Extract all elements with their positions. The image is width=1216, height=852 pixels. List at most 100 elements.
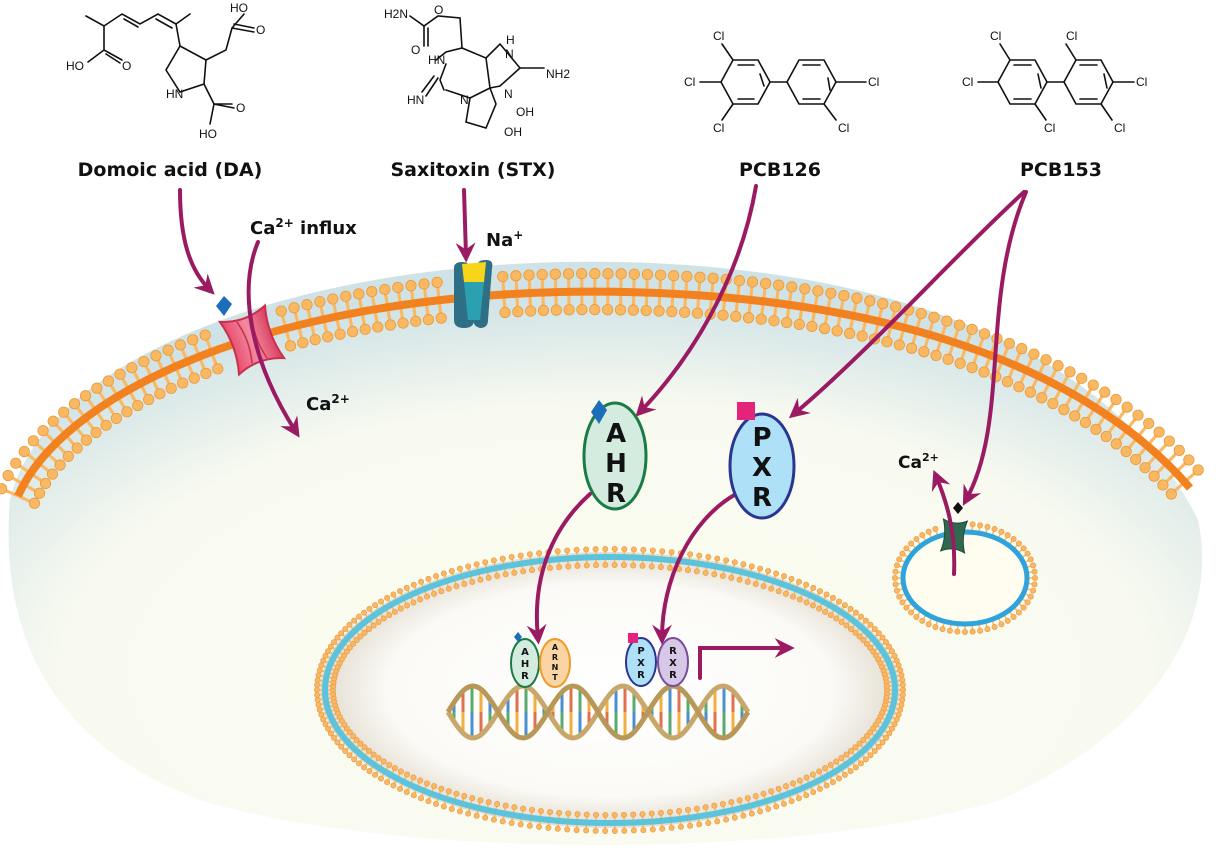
lipid-head xyxy=(1079,416,1092,429)
lipid-head xyxy=(593,562,600,569)
lipid-head xyxy=(765,568,772,575)
lipid-head xyxy=(431,783,438,790)
lipid-head xyxy=(350,733,357,740)
lipid-head xyxy=(350,640,357,647)
lipid-head xyxy=(410,774,417,781)
lipid-head xyxy=(799,283,811,295)
lipid-head xyxy=(526,551,533,558)
lipid-head xyxy=(649,826,656,833)
lipid-head xyxy=(330,639,337,646)
lipid-head xyxy=(822,608,829,615)
lipid-head xyxy=(847,605,854,612)
arrow-pcb153-to-vesicle xyxy=(962,190,1028,506)
lipid-head xyxy=(897,706,904,713)
lipid-head xyxy=(773,803,780,810)
receptor-letter: A xyxy=(606,419,626,449)
lipid-head xyxy=(654,269,667,281)
lipid-head xyxy=(768,585,775,592)
lipid-head xyxy=(340,290,352,302)
compound-label-da: Domoic acid (DA) xyxy=(78,159,263,181)
lipid-head xyxy=(384,594,391,601)
dna-backbone xyxy=(445,683,751,741)
lipid-head xyxy=(899,682,906,689)
lipid-head xyxy=(829,779,836,786)
lipid-head xyxy=(863,733,870,740)
atom-label: HN xyxy=(407,93,424,107)
lipid-head xyxy=(998,621,1005,628)
lipid-head xyxy=(403,584,410,591)
lipid-head xyxy=(838,619,845,626)
lipid-head xyxy=(848,626,855,633)
lipid-head xyxy=(991,623,998,630)
lipid-head xyxy=(838,289,850,302)
lipid-head xyxy=(1020,545,1027,552)
atom-label: OH xyxy=(504,125,522,139)
lipid-head xyxy=(639,811,646,818)
lipid-head xyxy=(121,406,133,418)
lipid-head xyxy=(930,349,942,362)
atom-label: Cl xyxy=(1136,75,1147,89)
lipid-head xyxy=(469,578,476,585)
lipid-head xyxy=(71,442,83,454)
receptor-letter: X xyxy=(637,658,645,669)
lipid-head xyxy=(380,758,387,765)
lipid-head xyxy=(346,752,353,759)
lipid-head xyxy=(592,827,599,834)
lipid-head xyxy=(537,304,550,317)
vesicle-membrane xyxy=(900,529,1030,627)
lipid-head xyxy=(322,652,329,659)
lipid-head xyxy=(324,725,331,732)
lipid-head xyxy=(547,565,554,572)
atom-label: Cl xyxy=(1066,29,1077,43)
lipid-head xyxy=(338,630,345,637)
lipid-head xyxy=(1027,593,1034,600)
lipid-head xyxy=(397,317,409,329)
lipid-head xyxy=(1192,464,1204,476)
receptor-letter: R xyxy=(669,646,677,657)
lipid-head xyxy=(942,353,954,365)
lipid-head xyxy=(410,315,422,327)
lipid-head xyxy=(377,775,384,782)
lipid-head xyxy=(390,782,397,789)
lipid-head xyxy=(288,302,300,314)
lipid-head xyxy=(908,540,915,547)
lipid-head xyxy=(621,827,628,834)
dna-double-helix xyxy=(445,683,751,741)
lipid-head xyxy=(334,634,341,641)
lipid-head xyxy=(150,350,162,362)
receptor-letter: R xyxy=(606,479,626,509)
lipid-head xyxy=(883,639,890,646)
lipid-head xyxy=(1183,454,1195,466)
lipid-head xyxy=(1143,417,1155,430)
lipid-head xyxy=(684,567,691,574)
lipid-head xyxy=(1016,343,1028,355)
lipid-head xyxy=(630,562,637,569)
lipid-head xyxy=(630,827,637,834)
ahr-arnt-complex: A H R A R N T xyxy=(510,632,571,688)
lipid-head xyxy=(589,268,601,280)
lipid-head xyxy=(431,590,438,597)
lipid-head xyxy=(795,795,802,802)
lipid-head xyxy=(614,304,627,316)
lipid-head xyxy=(435,312,447,324)
lipid-head xyxy=(2,469,14,482)
lipid-head xyxy=(611,546,618,553)
lipid-head xyxy=(320,657,327,664)
lipid-head xyxy=(46,468,59,480)
lipid-head xyxy=(502,571,509,578)
lipid-head xyxy=(482,814,489,821)
lipid-head xyxy=(788,575,795,582)
lipid-head xyxy=(554,548,561,555)
lipid-head xyxy=(297,337,309,349)
lipid-head xyxy=(867,644,874,651)
lipid-head xyxy=(132,399,144,412)
lipid-head xyxy=(353,288,365,300)
lipid-head xyxy=(372,771,379,778)
lipid-head xyxy=(780,573,787,580)
lipid-head xyxy=(871,625,878,632)
lipid-head xyxy=(372,321,384,333)
lipid-head xyxy=(668,549,675,556)
lipid-head xyxy=(499,555,506,562)
lipid-head xyxy=(372,602,379,609)
lipid-head xyxy=(494,573,501,580)
